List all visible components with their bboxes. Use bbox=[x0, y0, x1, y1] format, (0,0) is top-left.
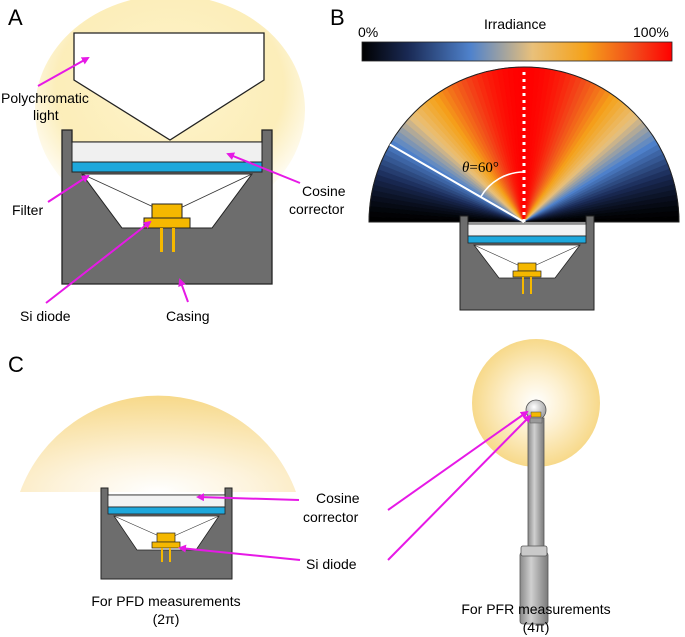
colorbar bbox=[361, 41, 673, 62]
colorbar-title: Irradiance bbox=[484, 16, 546, 32]
label-pfr-line2: (4π) bbox=[523, 619, 550, 635]
sensor-b-diode-top bbox=[517, 262, 537, 272]
arrow-cosine-right bbox=[387, 410, 529, 511]
sensor-b-diode-base bbox=[512, 270, 542, 278]
panel-c: C Cosine corrector Si diode For PFD meas… bbox=[8, 339, 611, 635]
cavity-line bbox=[175, 173, 253, 211]
cavity-line bbox=[173, 515, 220, 537]
colorbar-min-label: 0% bbox=[358, 24, 378, 40]
panel-b: B Irradiance 0% 100% θ=60° bbox=[330, 5, 680, 311]
label-cosine-c: Cosine bbox=[316, 490, 360, 506]
arrow-diode bbox=[45, 220, 152, 304]
diode-pin bbox=[172, 228, 175, 252]
arrow-light bbox=[37, 57, 90, 87]
panel-b-letter: B bbox=[330, 5, 345, 30]
arrow-cosine-left bbox=[196, 493, 300, 502]
arrow-diode-left bbox=[178, 544, 301, 561]
panel-a: A Polychromatic light Filter Cosine corr… bbox=[1, 0, 346, 324]
ball-sensor-mount bbox=[529, 417, 543, 424]
label-pfd-line2: (2π) bbox=[153, 611, 180, 627]
cavity-line bbox=[81, 173, 161, 211]
probe-pole bbox=[527, 417, 545, 559]
diode-pin bbox=[530, 277, 532, 294]
diode-pin bbox=[160, 228, 163, 252]
probe-handle-cap bbox=[520, 545, 548, 557]
diode-top bbox=[151, 203, 183, 219]
label-cosine: Cosine bbox=[302, 183, 346, 199]
panel-c-letter: C bbox=[8, 352, 24, 377]
label-filter: Filter bbox=[12, 202, 43, 218]
diode-pin bbox=[161, 548, 163, 562]
cavity-line bbox=[533, 244, 581, 267]
diode-pin bbox=[522, 277, 524, 294]
label-polychromatic: Polychromatic bbox=[1, 90, 89, 106]
diode-base bbox=[143, 217, 191, 229]
label-corrector: corrector bbox=[289, 201, 345, 217]
sensor-c-diode-top bbox=[156, 532, 176, 543]
cavity-line bbox=[473, 244, 521, 267]
casing-cavity bbox=[81, 173, 253, 229]
label-pfd-line1: For PFD measurements bbox=[91, 593, 240, 609]
arrow-filter bbox=[47, 174, 90, 203]
diode-pin bbox=[169, 548, 171, 562]
label-light: light bbox=[33, 107, 59, 123]
light-source-shape bbox=[73, 32, 265, 141]
angle-label: θ=60° bbox=[462, 160, 499, 176]
sensor-b-corrector bbox=[467, 223, 587, 237]
arrow-cosine bbox=[226, 152, 301, 184]
colorbar-max-label: 100% bbox=[633, 24, 669, 40]
label-casing: Casing bbox=[166, 308, 210, 324]
arrow-diode-right bbox=[387, 414, 532, 561]
cavity-line bbox=[113, 515, 160, 537]
label-corrector-c: corrector bbox=[303, 509, 359, 525]
sensor-b-cavity bbox=[473, 244, 581, 279]
angle-line bbox=[389, 143, 525, 223]
label-pfr-line1: For PFR measurements bbox=[461, 601, 610, 617]
arrow-casing bbox=[178, 278, 189, 303]
label-si-diode: Si diode bbox=[20, 308, 71, 324]
ball-sensor-diode bbox=[530, 411, 542, 418]
hemisphere-dome bbox=[20, 395, 296, 492]
sensor-c-filter bbox=[107, 506, 226, 515]
irradiance-dome-outline bbox=[368, 66, 680, 223]
cosine-corrector-shape bbox=[71, 141, 263, 163]
panel-a-letter: A bbox=[8, 5, 23, 30]
filter-shape bbox=[71, 161, 263, 173]
label-si-diode-c: Si diode bbox=[306, 556, 357, 572]
sensor-b-filter bbox=[467, 235, 587, 244]
angle-arc bbox=[480, 171, 525, 198]
sensor-c-diode-base bbox=[151, 541, 181, 549]
